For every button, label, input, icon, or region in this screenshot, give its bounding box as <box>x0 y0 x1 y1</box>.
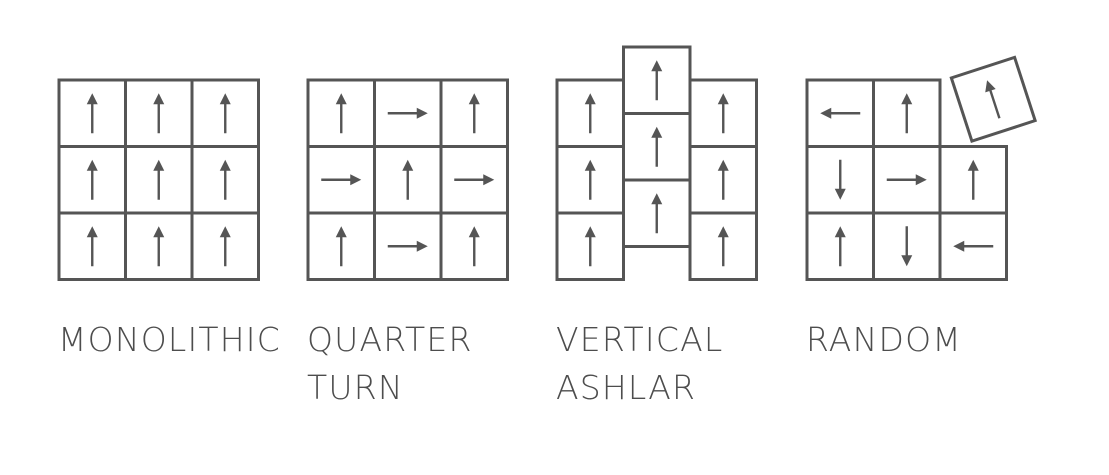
tile-random-r2c3 <box>938 145 1008 215</box>
tile-quarter-turn-r1c3 <box>439 78 509 148</box>
tile-quarter-turn-r2c1 <box>306 145 376 215</box>
tile-quarter-turn-r1c2 <box>373 78 443 148</box>
tile-vertical-ashlar-r3c2-arrow-icon <box>651 193 663 234</box>
tile-monolithic-r1c1-arrow-icon <box>86 93 98 134</box>
tile-vertical-ashlar-r2c3-arrow-icon <box>717 159 729 200</box>
label-random-line-1: RANDOM <box>806 320 962 359</box>
label-vertical-ashlar-line-1: VERTICAL <box>556 320 724 359</box>
tile-random-r3c2 <box>872 211 942 281</box>
tile-vertical-ashlar-r2c1 <box>555 145 625 215</box>
pattern-quarter-turn <box>306 78 509 281</box>
tile-random-r2c3-arrow-icon <box>967 159 979 200</box>
label-quarter-turn-line-2: TURN <box>307 368 404 407</box>
tile-random-r3c3 <box>938 211 1008 281</box>
label-quarter-turn: QUARTER TURN <box>307 316 473 412</box>
tile-monolithic-r1c3 <box>190 78 260 148</box>
tile-quarter-turn-r3c1-arrow-icon <box>335 226 347 267</box>
tile-random-r1c2-arrow-icon <box>901 93 913 134</box>
tile-monolithic-r2c3-arrow-icon <box>219 159 231 200</box>
tile-monolithic-r2c1-arrow-icon <box>86 159 98 200</box>
tile-monolithic-r2c2 <box>124 145 194 215</box>
pattern-vertical-ashlar <box>555 45 758 281</box>
tile-random-r1c1 <box>805 78 875 148</box>
tile-random-r2c1 <box>805 145 875 215</box>
tile-quarter-turn-r1c2-arrow-icon <box>387 107 428 119</box>
tile-quarter-turn-r2c3-arrow-icon <box>454 174 495 186</box>
tile-random-r3c3-arrow-icon <box>953 240 994 252</box>
tile-quarter-turn-r3c2 <box>373 211 443 281</box>
tile-quarter-turn-r3c1 <box>306 211 376 281</box>
tile-vertical-ashlar-r3c3 <box>688 211 758 281</box>
tile-random-r2c2-arrow-icon <box>886 174 927 186</box>
tile-random-r1c3 <box>949 55 1038 144</box>
tile-quarter-turn-r1c1-arrow-icon <box>335 93 347 134</box>
tile-monolithic-r1c2-arrow-icon <box>153 93 165 134</box>
tile-vertical-ashlar-r2c3 <box>688 145 758 215</box>
tile-quarter-turn-r2c2-arrow-icon <box>402 159 414 200</box>
label-random: RANDOM <box>806 316 962 364</box>
tile-quarter-turn-r2c2 <box>373 145 443 215</box>
tile-vertical-ashlar-r3c2 <box>622 178 692 248</box>
label-vertical-ashlar: VERTICAL ASHLAR <box>556 316 723 412</box>
pattern-monolithic <box>57 78 260 281</box>
tile-vertical-ashlar-r2c1-arrow-icon <box>584 159 596 200</box>
tile-vertical-ashlar-r3c1-arrow-icon <box>584 226 596 267</box>
tile-random-r1c1-arrow-icon <box>820 107 861 119</box>
tile-monolithic-r2c1 <box>57 145 127 215</box>
tile-monolithic-r2c3 <box>190 145 260 215</box>
pattern-random <box>805 55 1038 281</box>
tile-monolithic-r3c3 <box>190 211 260 281</box>
tile-monolithic-r1c3-arrow-icon <box>219 93 231 134</box>
tile-quarter-turn-r2c1-arrow-icon <box>321 174 362 186</box>
tile-vertical-ashlar-r1c3 <box>688 78 758 148</box>
tile-quarter-turn-r2c3 <box>439 145 509 215</box>
tile-quarter-turn-r3c2-arrow-icon <box>387 240 428 252</box>
label-quarter-turn-line-1: QUARTER <box>307 320 473 359</box>
tile-vertical-ashlar-r1c1-arrow-icon <box>584 93 596 134</box>
tile-quarter-turn-r1c1 <box>306 78 376 148</box>
tile-vertical-ashlar-r1c2 <box>622 45 692 115</box>
tile-vertical-ashlar-r1c1 <box>555 78 625 148</box>
tile-monolithic-r3c1 <box>57 211 127 281</box>
tile-vertical-ashlar-r2c2-arrow-icon <box>651 126 663 167</box>
tile-quarter-turn-r3c3 <box>439 211 509 281</box>
tile-quarter-turn-r3c3-arrow-icon <box>468 226 480 267</box>
tile-monolithic-r3c2-arrow-icon <box>153 226 165 267</box>
tile-monolithic-r3c3-arrow-icon <box>219 226 231 267</box>
tile-random-r1c2 <box>872 78 942 148</box>
tile-vertical-ashlar-r3c3-arrow-icon <box>717 226 729 267</box>
tile-quarter-turn-r1c3-arrow-icon <box>468 93 480 134</box>
tile-random-r3c1 <box>805 211 875 281</box>
label-monolithic: MONOLITHIC <box>58 316 281 364</box>
tile-vertical-ashlar-r1c2-arrow-icon <box>651 60 663 101</box>
tile-monolithic-r3c2 <box>124 211 194 281</box>
tile-random-r3c1-arrow-icon <box>834 226 846 267</box>
tile-random-r3c2-arrow-icon <box>901 226 913 267</box>
tile-monolithic-r1c1 <box>57 78 127 148</box>
tile-vertical-ashlar-r2c2 <box>622 112 692 182</box>
tile-monolithic-r3c1-arrow-icon <box>86 226 98 267</box>
label-vertical-ashlar-line-2: ASHLAR <box>556 368 697 407</box>
tile-random-r2c1-arrow-icon <box>834 159 846 200</box>
tile-random-r1c3-arrow-icon <box>985 80 1001 119</box>
tile-monolithic-r1c2 <box>124 78 194 148</box>
tile-random-r2c2 <box>872 145 942 215</box>
label-monolithic-line-1: MONOLITHIC <box>58 320 281 359</box>
tile-monolithic-r2c2-arrow-icon <box>153 159 165 200</box>
tile-vertical-ashlar-r1c3-arrow-icon <box>717 93 729 134</box>
tile-vertical-ashlar-r3c1 <box>555 211 625 281</box>
